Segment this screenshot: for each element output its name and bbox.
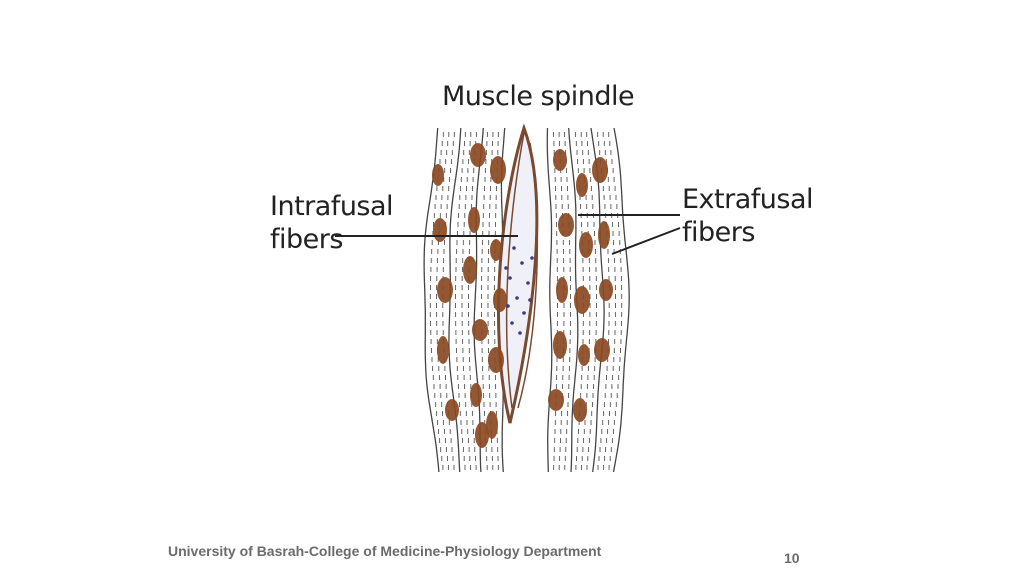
extrafusal-nucleus (592, 157, 608, 183)
intrafusal-nucleus (522, 311, 526, 315)
extrafusal-nucleus (573, 398, 587, 422)
intrafusal-nucleus (504, 266, 508, 270)
label-intrafusal-fibers: Intrafusal fibers (270, 191, 394, 255)
extrafusal-nucleus (574, 286, 590, 314)
intrafusal-nucleus (520, 261, 524, 265)
extrafusal-nucleus (548, 389, 564, 411)
muscle-spindle-illustration (262, 78, 798, 478)
intrafusal-fiber-line (517, 142, 539, 409)
extrafusal-nucleus (437, 277, 453, 303)
intrafusal-nucleus (518, 331, 522, 335)
footer-institution: University of Basrah-College of Medicine… (168, 543, 602, 559)
fiber-boundary-line (546, 127, 553, 473)
extrafusal-nucleus (445, 399, 459, 421)
extrafusal-nucleus (598, 221, 610, 249)
extrafusal-nucleus (468, 207, 480, 233)
intrafusal-nucleus (506, 304, 510, 308)
extrafusal-nucleus (475, 422, 489, 448)
intrafusal-nucleus (515, 296, 519, 300)
extrafusal-nucleus (553, 331, 567, 359)
extrafusal-nucleus (558, 213, 574, 237)
extrafusal-nucleus (433, 218, 447, 242)
intrafusal-nucleus (510, 321, 514, 325)
extrafusal-nucleus (553, 149, 567, 171)
extrafusal-nucleus (493, 288, 507, 312)
extrafusal-nucleus (470, 383, 482, 407)
extrafusal-nucleus (490, 239, 502, 261)
extrafusal-nucleus (576, 173, 588, 197)
page-number: 10 (784, 550, 800, 566)
fiber-boundary-line (612, 127, 630, 473)
extrafusal-nucleus (579, 232, 593, 258)
intrafusal-nucleus (528, 298, 532, 302)
extrafusal-nucleus (432, 164, 444, 186)
intrafusal-nucleus (530, 256, 534, 260)
extrafusal-nucleus (470, 143, 486, 167)
intrafusal-fiber-line (505, 132, 525, 409)
extrafusal-nucleus (594, 338, 610, 362)
extrafusal-leader-line (611, 227, 681, 255)
fiber-boundary-line (473, 127, 484, 473)
label-extrafusal-fibers: Extrafusal fibers (682, 184, 814, 248)
intrafusal-nucleus (508, 276, 512, 280)
muscle-illustration-svg (335, 123, 681, 473)
extrafusal-nucleus (486, 411, 498, 439)
extrafusal-nucleus (472, 319, 488, 341)
extrafusal-nucleus (599, 279, 613, 301)
fiber-boundary-line (423, 127, 440, 473)
extrafusal-nucleus (437, 336, 449, 364)
diagram-title: Muscle spindle (442, 81, 635, 112)
extrafusal-nucleus (556, 277, 568, 303)
extrafusal-nucleus (463, 256, 477, 284)
extrafusal-nucleus (490, 156, 506, 184)
extrafusal-nucleus (578, 344, 590, 366)
intrafusal-nucleus (526, 281, 530, 285)
intrafusal-nucleus (512, 246, 516, 250)
extrafusal-nucleus (488, 347, 504, 373)
